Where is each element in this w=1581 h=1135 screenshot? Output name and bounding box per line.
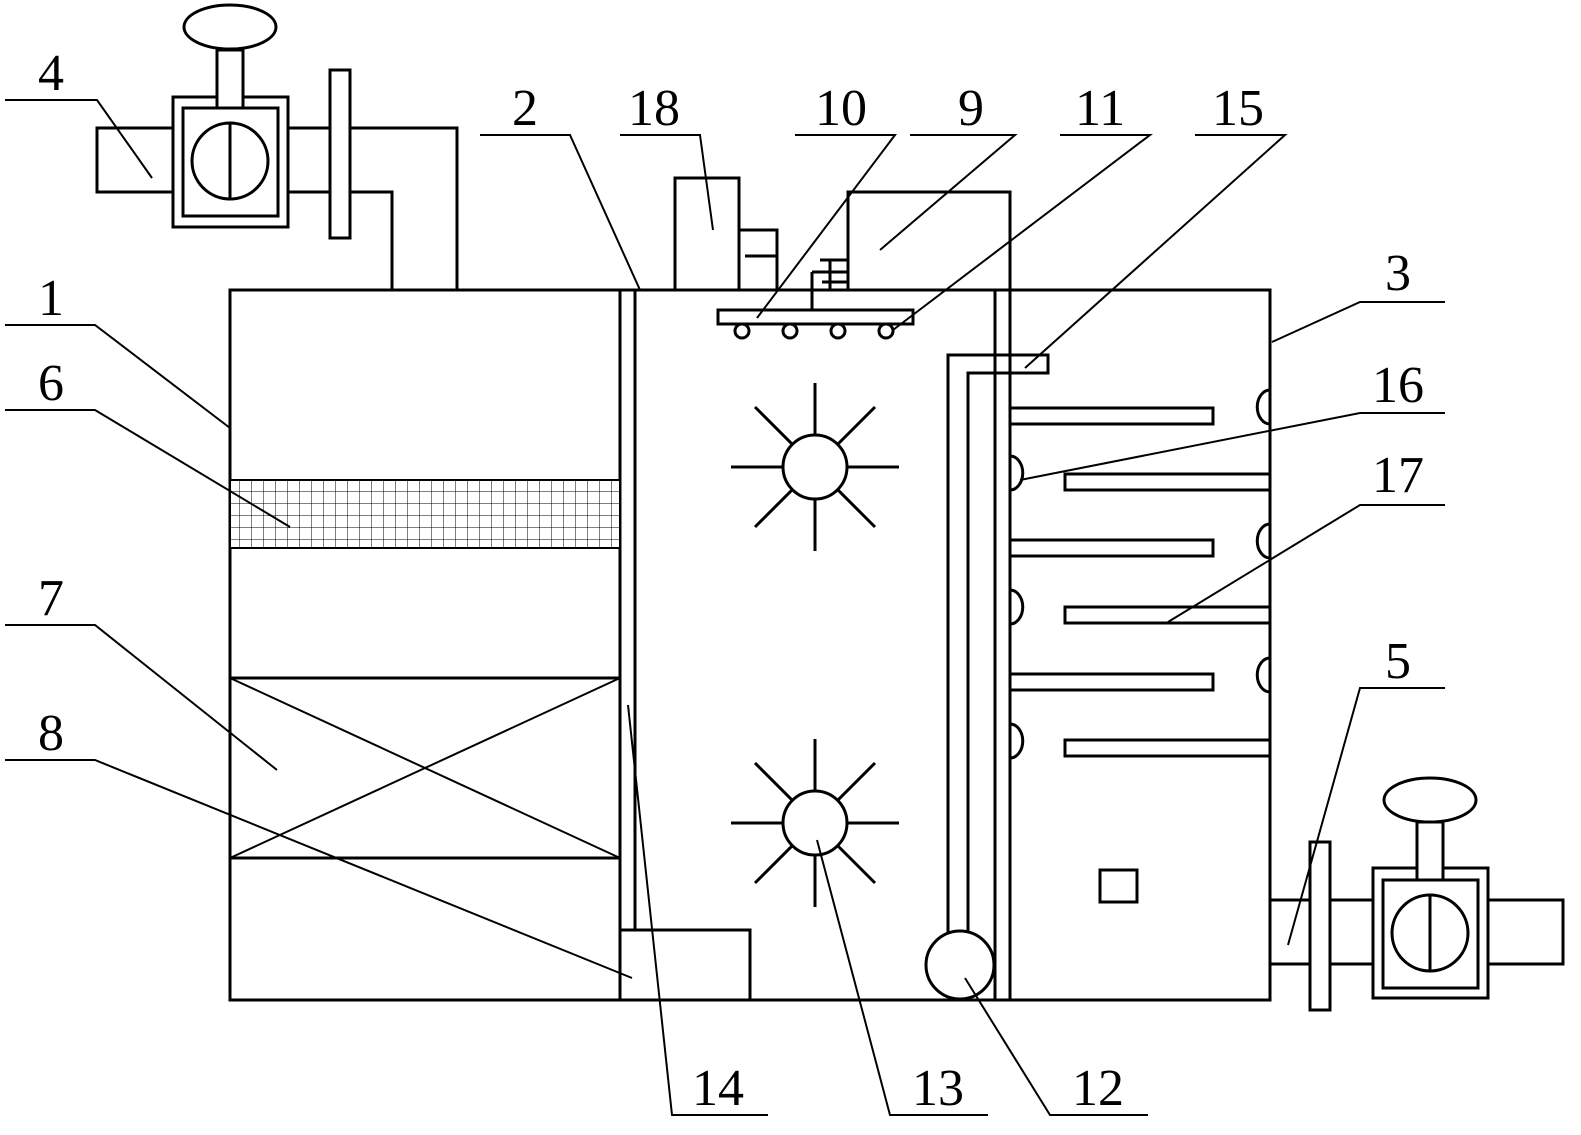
part-labels: 4 1 6 7 8 2 18 10 9 11 15 3 16 17 5 14 1… — [38, 45, 1424, 1117]
lift-tube — [924, 353, 1050, 1001]
label-13: 13 — [912, 1060, 964, 1117]
motor-unit — [673, 176, 779, 292]
baffles — [1008, 406, 1272, 758]
label-17: 17 — [1372, 447, 1424, 504]
filter-layer — [228, 676, 622, 860]
filter-mesh — [229, 479, 621, 549]
spray-bar — [716, 308, 915, 340]
label-4: 4 — [38, 45, 64, 102]
label-15: 15 — [1212, 80, 1264, 137]
inlet-valve — [171, 3, 290, 229]
leader-lines — [5, 99, 1445, 1116]
label-18: 18 — [628, 80, 680, 137]
label-9: 9 — [958, 80, 984, 137]
label-7: 7 — [38, 570, 64, 627]
label-12: 12 — [1072, 1060, 1124, 1117]
tank-body — [228, 288, 1272, 1002]
aeration-nozzles — [1009, 388, 1271, 760]
sensor-box — [1098, 868, 1139, 904]
label-16: 16 — [1372, 357, 1424, 414]
label-1: 1 — [38, 270, 64, 327]
label-3: 3 — [1385, 245, 1411, 302]
label-5: 5 — [1385, 633, 1411, 690]
outlet-pipe — [1270, 840, 1565, 1012]
label-6: 6 — [38, 355, 64, 412]
dosing-box — [810, 190, 1012, 310]
label-8: 8 — [38, 705, 64, 762]
impeller-upper — [731, 383, 899, 551]
pump-block — [618, 928, 752, 1002]
label-2: 2 — [512, 80, 538, 137]
inlet-pipe — [95, 68, 620, 292]
label-11: 11 — [1075, 80, 1125, 137]
outlet-valve — [1371, 776, 1490, 1000]
impeller-lower — [731, 739, 899, 907]
label-10: 10 — [815, 80, 867, 137]
label-14: 14 — [692, 1060, 744, 1117]
